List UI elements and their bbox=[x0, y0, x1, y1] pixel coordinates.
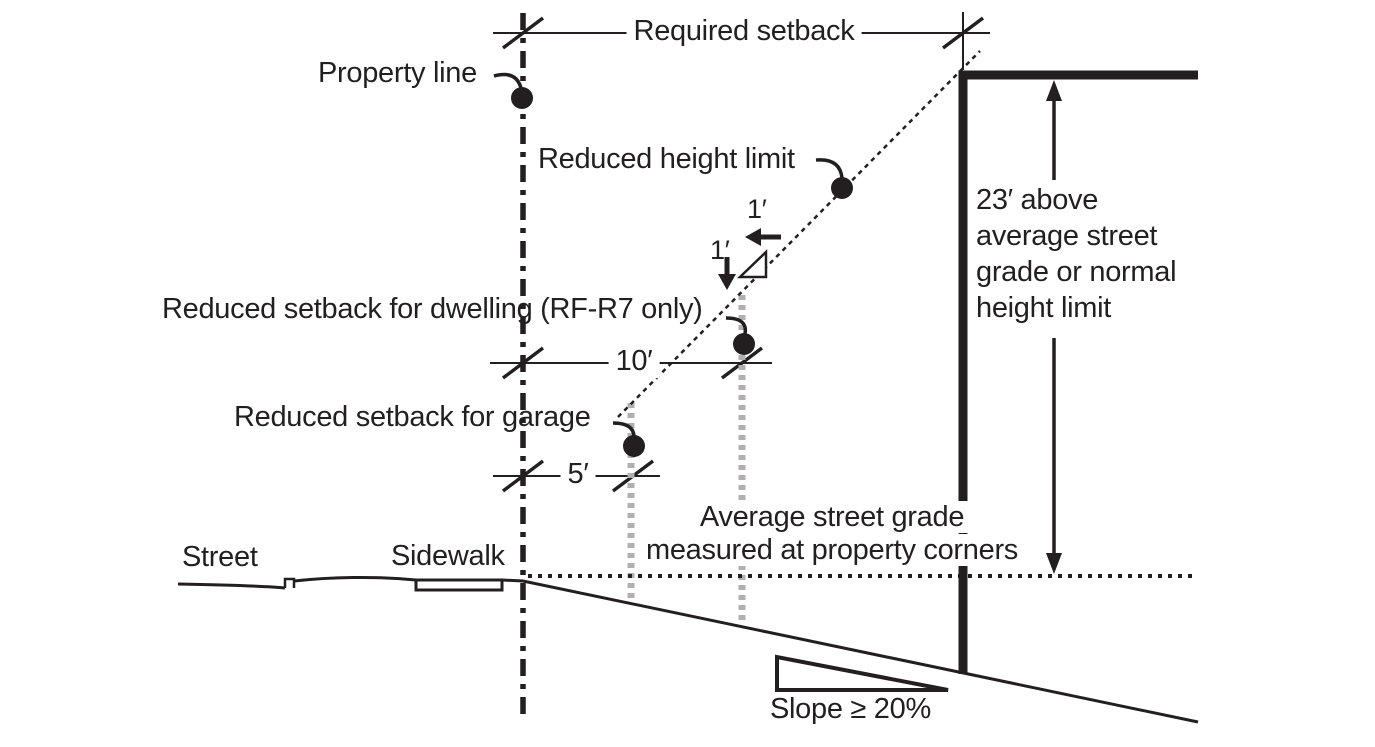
street-label: Street bbox=[182, 541, 258, 573]
sloping-ground-line bbox=[501, 578, 1199, 724]
reduced-setback-dwelling-label: Reduced setback for dwelling (RF-R7 only… bbox=[162, 293, 703, 325]
height-limit-23ft-label: 23′ above average street grade or normal… bbox=[976, 182, 1177, 326]
property-line-label: Property line bbox=[318, 57, 477, 89]
height-measure-up-arrow-icon bbox=[1046, 80, 1062, 101]
height-limit-23ft-line2: average street bbox=[976, 220, 1158, 252]
dimension-tick bbox=[720, 346, 764, 380]
garage-setback-leader-dot bbox=[623, 435, 645, 457]
reduced-height-limit-label: Reduced height limit bbox=[538, 143, 795, 175]
height-limit-23ft-line1: 23′ above bbox=[976, 184, 1099, 216]
average-street-grade-line1: Average street grade bbox=[641, 501, 1023, 534]
dimension-tick bbox=[501, 16, 545, 50]
reduced-height-limit-line bbox=[617, 50, 981, 418]
average-street-grade-line2: measured at property corners bbox=[641, 534, 1023, 567]
dimension-tick bbox=[501, 459, 545, 493]
dimension-10ft-label: 10′ bbox=[608, 345, 660, 378]
dimension-tick bbox=[941, 16, 985, 50]
slope-triangle bbox=[775, 654, 949, 692]
one-foot-horizontal-label: 1′ bbox=[747, 194, 767, 224]
required-setback-label: Required setback bbox=[626, 15, 862, 48]
dwelling-setback-leader bbox=[725, 316, 748, 335]
garage-setback-leader bbox=[612, 421, 636, 438]
dwelling-setback-leader-dot bbox=[733, 333, 755, 355]
height-limit-23ft-line4: height limit bbox=[976, 292, 1112, 324]
one-foot-left-arrow-icon bbox=[745, 228, 761, 246]
slope-label: Slope ≥ 20% bbox=[770, 693, 931, 725]
property-line-leader-dot bbox=[511, 87, 533, 109]
dimension-tick bbox=[501, 346, 545, 380]
dimension-5ft-label: 5′ bbox=[560, 458, 596, 491]
one-foot-vertical-label: 1′ bbox=[710, 235, 730, 265]
one-foot-down-arrow-icon bbox=[718, 274, 736, 290]
height-limit-leader bbox=[815, 158, 844, 179]
street-surface-line bbox=[177, 582, 286, 590]
height-limit-23ft-line3: grade or normal bbox=[976, 256, 1177, 288]
parkway-surface-line bbox=[293, 575, 417, 583]
height-measure-down-arrow-icon bbox=[1046, 553, 1062, 574]
height-limit-leader-dot bbox=[831, 177, 853, 199]
curb bbox=[283, 577, 296, 588]
average-street-grade-label: Average street grade measured at propert… bbox=[641, 501, 1023, 567]
reduced-setback-garage-label: Reduced setback for garage bbox=[234, 401, 591, 433]
sidewalk-label: Sidewalk bbox=[391, 540, 505, 572]
sidewalk-section bbox=[414, 578, 504, 592]
one-to-one-triangle bbox=[736, 249, 768, 279]
property-line-leader bbox=[493, 72, 523, 89]
